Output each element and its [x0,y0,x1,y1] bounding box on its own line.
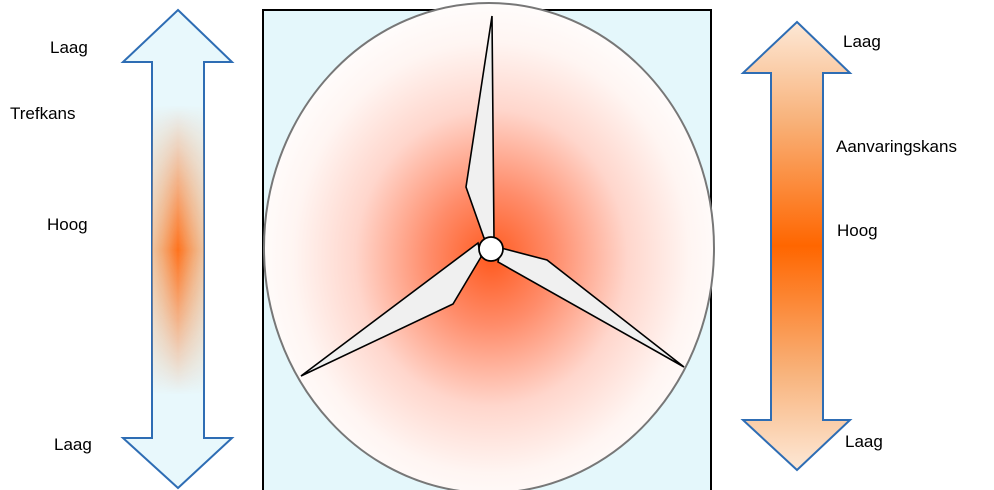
right-arrow-group [743,22,850,470]
right-top-label: Laag [843,32,881,51]
right-arrow-title: Aanvaringskans [836,137,957,156]
right-middle-label: Hoog [837,221,878,240]
left-arrow-title: Trefkans [10,104,76,123]
right-bottom-label: Laag [845,432,883,451]
turbine-panel [263,3,714,490]
turbine-hub [479,237,503,261]
right-double-arrow [743,22,850,470]
left-middle-label: Hoog [47,215,88,234]
left-top-label: Laag [50,38,88,57]
left-arrow-gradient-band [152,105,204,395]
left-arrow-group [123,10,232,488]
left-bottom-label: Laag [54,435,92,454]
